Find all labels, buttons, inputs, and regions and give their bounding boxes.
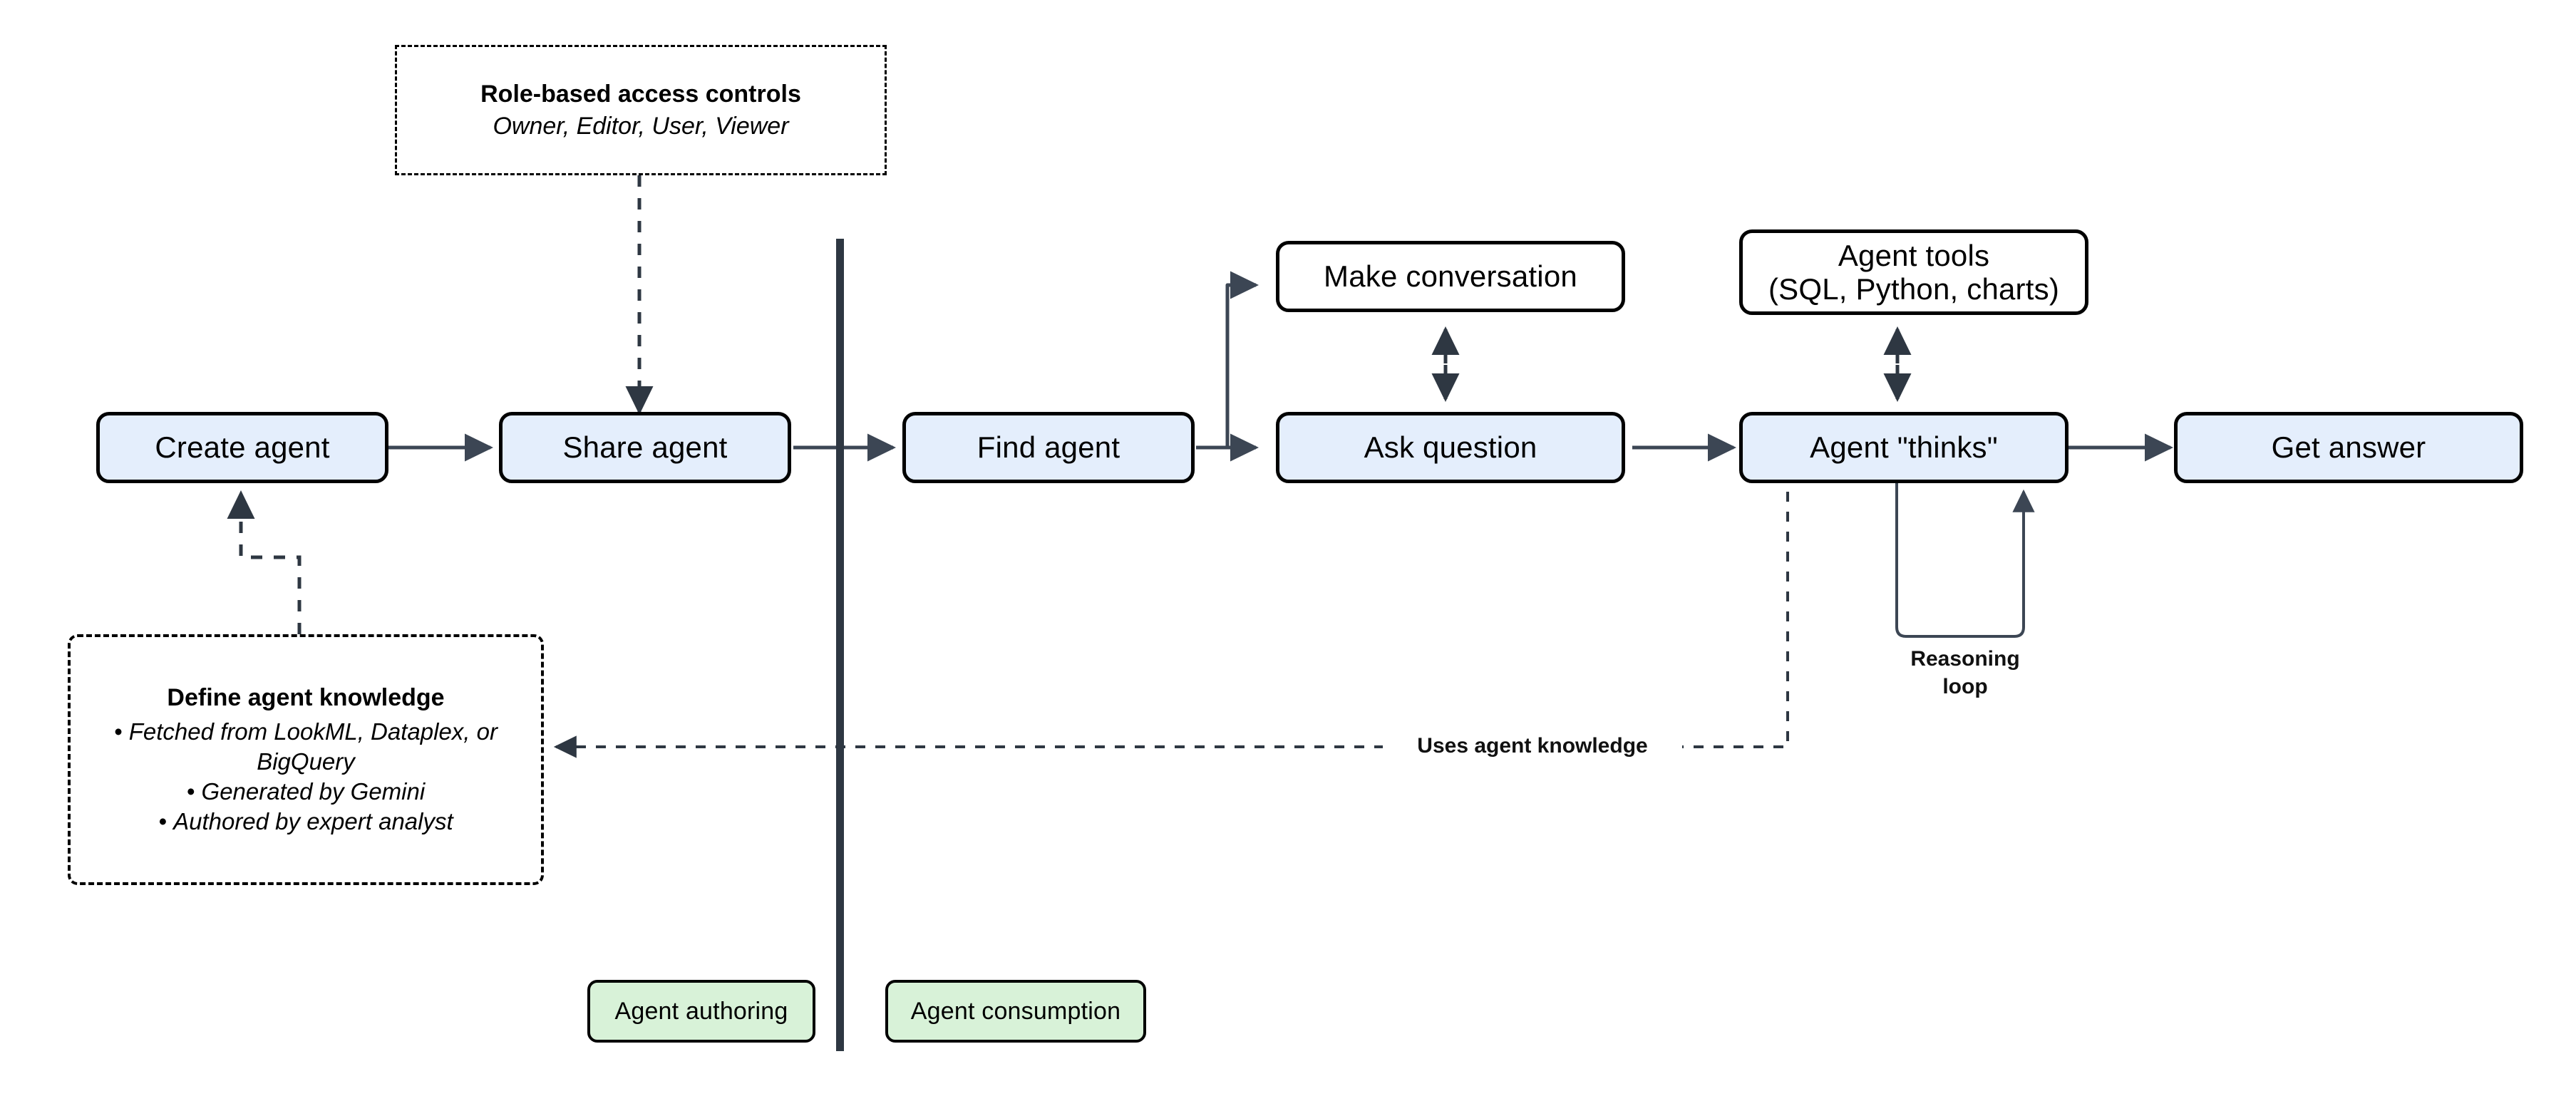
node-agent-tools-label-line1: Agent tools <box>1838 238 1990 272</box>
node-get-answer-label: Get answer <box>2271 430 2426 465</box>
edge-split-up <box>1225 283 1254 448</box>
legend-agent-authoring-label: Agent authoring <box>614 997 788 1025</box>
edge-knowledge-to-create-dashed <box>227 490 302 634</box>
node-make-conversation-label: Make conversation <box>1324 259 1577 294</box>
node-find-agent-label: Find agent <box>977 430 1120 465</box>
list-item: Authored by expert analyst <box>83 807 528 837</box>
agent-knowledge-annotation-box: Define agent knowledge Fetched from Look… <box>68 634 544 885</box>
node-ask-question[interactable]: Ask question <box>1276 412 1625 483</box>
node-ask-question-label: Ask question <box>1364 430 1537 465</box>
edge-uses-agent-knowledge <box>553 492 1789 758</box>
node-agent-tools-label-line2: (SQL, Python, charts) <box>1768 272 2060 306</box>
section-divider <box>836 239 844 1051</box>
legend-agent-consumption-label: Agent consumption <box>910 997 1121 1025</box>
node-agent-tools[interactable]: Agent tools (SQL, Python, charts) <box>1739 229 2088 315</box>
node-create-agent[interactable]: Create agent <box>96 412 388 483</box>
node-find-agent[interactable]: Find agent <box>902 412 1195 483</box>
agent-knowledge-bullet-list: Fetched from LookML, Dataplex, or BigQue… <box>83 717 528 837</box>
list-item: Generated by Gemini <box>83 777 528 807</box>
uses-agent-knowledge-label: Uses agent knowledge <box>1383 732 1682 760</box>
reasoning-loop-label: Reasoning loop <box>1880 645 2050 701</box>
rbac-title: Role-based access controls <box>480 81 801 108</box>
agent-knowledge-title: Define agent knowledge <box>167 684 445 712</box>
node-create-agent-label: Create agent <box>155 430 330 465</box>
node-agent-thinks-label: Agent "thinks" <box>1810 430 1998 465</box>
node-share-agent-label: Share agent <box>562 430 728 465</box>
node-agent-thinks[interactable]: Agent "thinks" <box>1739 412 2068 483</box>
legend-agent-consumption[interactable]: Agent consumption <box>885 980 1146 1043</box>
node-get-answer[interactable]: Get answer <box>2174 412 2523 483</box>
list-item: Fetched from LookML, Dataplex, or BigQue… <box>83 717 528 777</box>
rbac-subtitle: Owner, Editor, User, Viewer <box>493 112 789 140</box>
rbac-annotation-box: Role-based access controls Owner, Editor… <box>395 45 887 175</box>
legend-agent-authoring[interactable]: Agent authoring <box>587 980 815 1043</box>
node-make-conversation[interactable]: Make conversation <box>1276 241 1625 312</box>
node-share-agent[interactable]: Share agent <box>499 412 791 483</box>
edge-reasoning-loop <box>1895 471 2035 638</box>
